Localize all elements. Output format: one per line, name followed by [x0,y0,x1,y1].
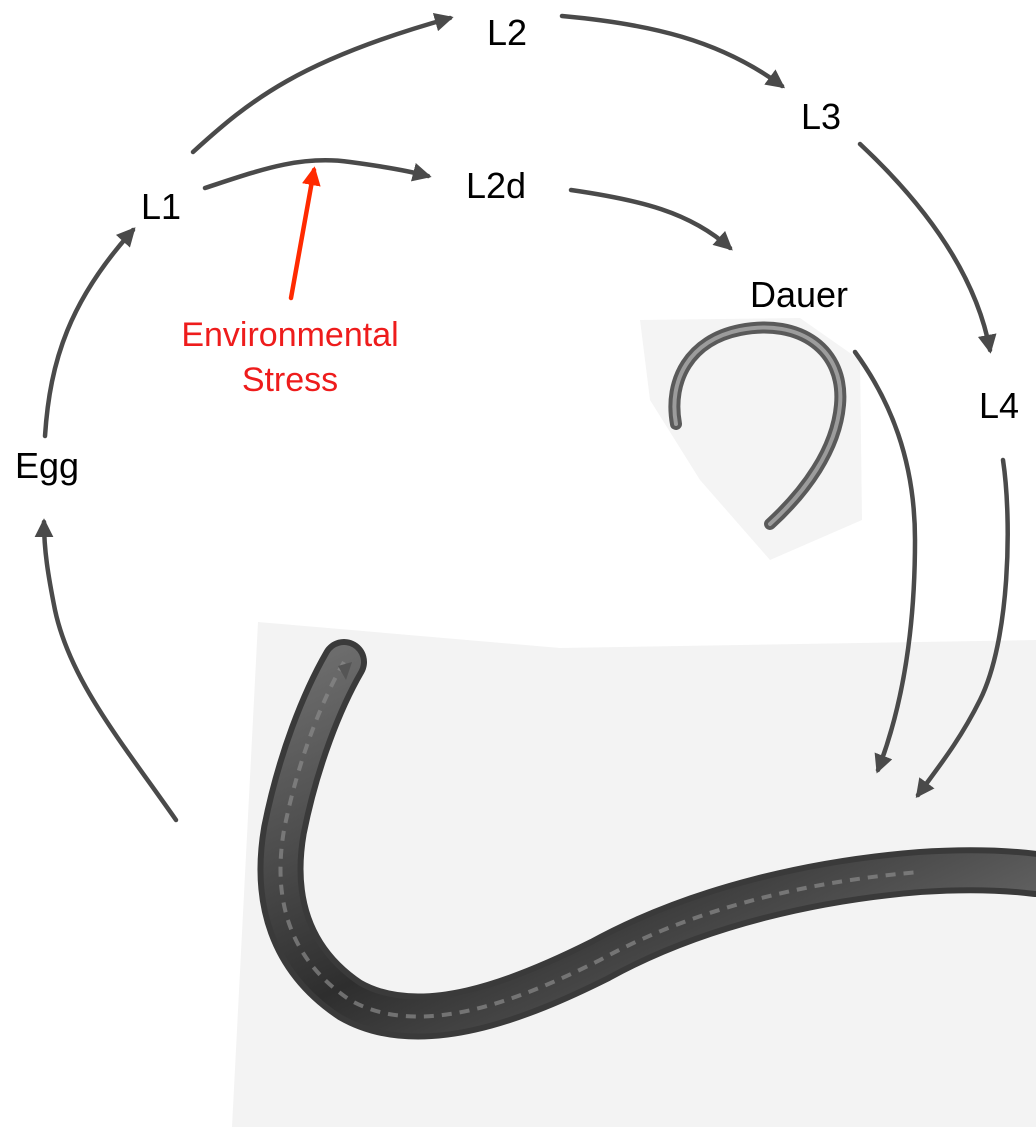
arrow-l3-to-l4 [860,144,990,350]
stage-label-l2: L2 [487,12,527,53]
stage-label-l4: L4 [979,385,1019,426]
arrow-l2-to-l3 [562,16,782,86]
arrow-l1-to-l2d [205,160,428,188]
stage-label-l3: L3 [801,96,841,137]
stage-label-dauer: Dauer [750,274,848,315]
stage-label-l2d: L2d [466,165,526,206]
arrow-l2d-to-dauer [571,190,730,248]
stress-arrow [291,170,314,298]
stress-label-line1: Environmental [181,316,398,354]
stage-label-l1: L1 [141,186,181,227]
arrow-egg-to-l1 [45,230,133,436]
arrow-adult-to-egg [44,522,176,820]
stage-label-egg: Egg [15,445,79,486]
arrow-l1-to-l2 [193,18,450,152]
stress-label-line2: Stress [242,361,338,399]
